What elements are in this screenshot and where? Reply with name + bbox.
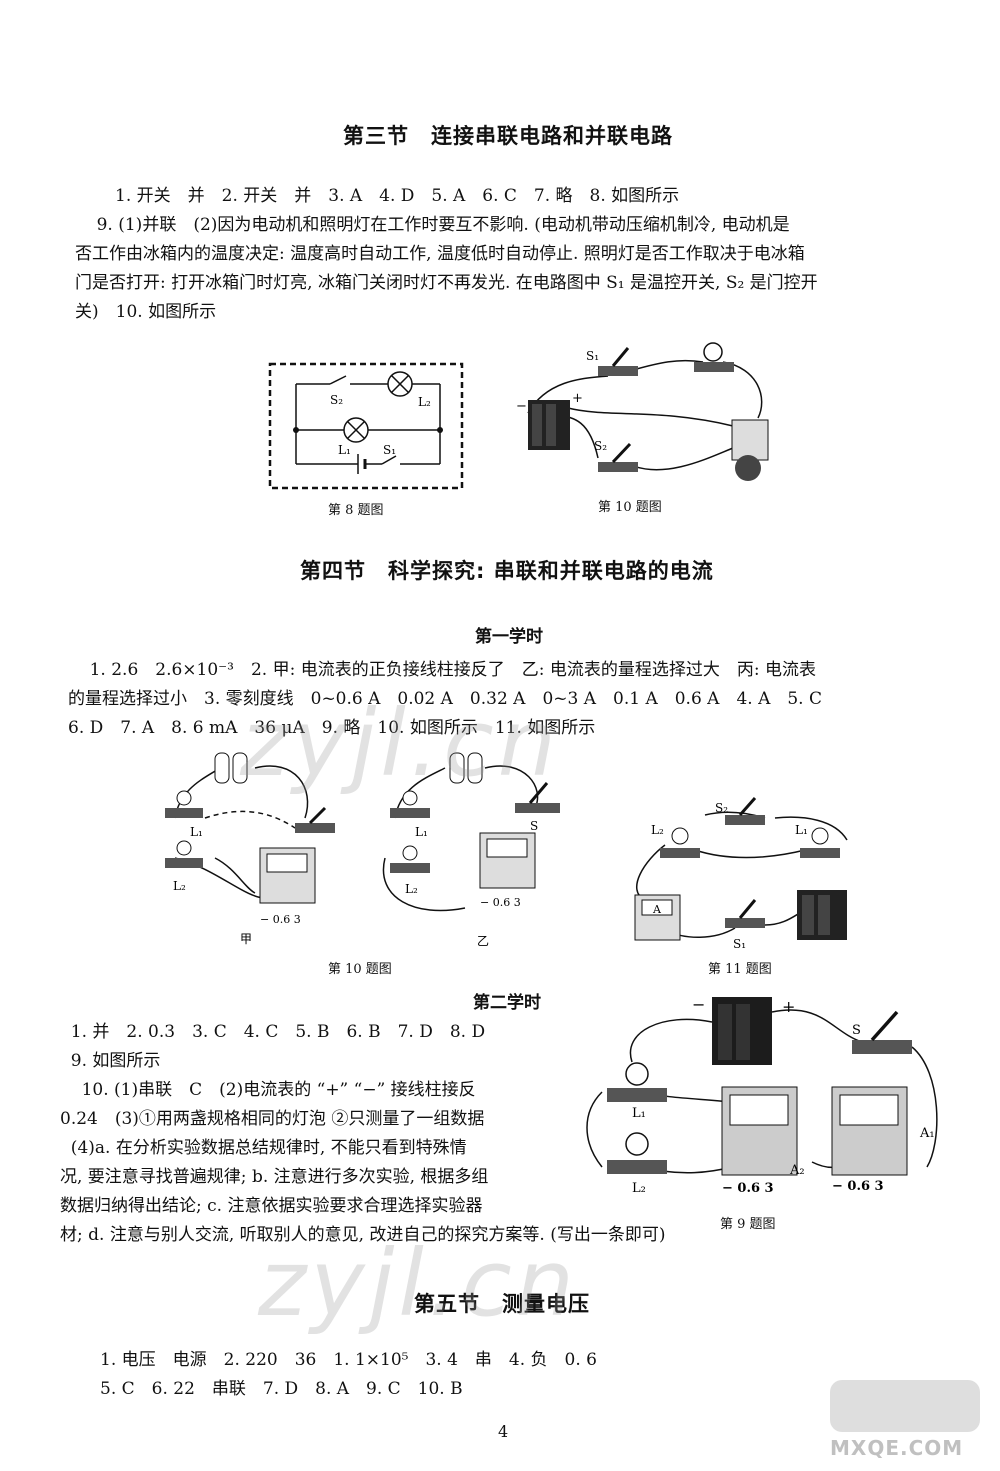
answer-line: 的量程选择过小 3. 零刻度线 0~0.6 A 0.02 A 0.32 A 0~… [68,689,822,709]
section-5-answers: 1. 电压 电源 2. 220 36 1. 1×10⁵ 3. 4 串 4. 负 … [100,1346,597,1404]
section-5-title: 第五节 测量电压 [414,1292,590,1316]
fig8-caption: 第 8 题图 [328,503,384,518]
site-logo: MXQE.COM [820,1380,995,1465]
fig10-yi-l2: L₂ [405,882,418,896]
fig10-yi-label: 乙 [477,934,489,948]
fig10-s1-label: S₁ [586,349,599,363]
lesson-2-answers: 1. 并 2. 0.3 3. C 4. C 5. B 6. B 7. D 8. … [60,1018,666,1250]
fig11-a: A [652,903,662,916]
fig8-circuit-diagram: S₂ L₂ L₁ S₁ [268,362,464,490]
answer-line: 数据归纳得出结论; c. 注意依据实验要求合理选择实验器 [60,1196,483,1216]
watermark: zyjl.cn [258,1230,578,1337]
answer-line: 关) 10. 如图所示 [75,302,217,322]
lesson-1-title: 第一学时 [475,627,543,647]
fig9-l2: L₂ [632,1181,646,1196]
answer-line: 10. (1)串联 C (2)电流表的 “+” “−” 接线柱接反 [60,1080,476,1100]
fig10-yi-s: S [530,819,538,833]
fig9-minus: − [692,995,705,1014]
page-number: 4 [498,1422,509,1441]
fig10-minus: − [516,399,527,414]
fig9-plus: + [782,997,795,1016]
logo-text: MXQE.COM [830,1436,964,1460]
logo-badge-icon [830,1380,980,1432]
answer-line: 门是否打开: 打开冰箱门时灯亮, 冰箱门关闭时灯不再发光. 在电路图中 S₁ 是… [75,273,818,293]
fig10-jia-label: 甲 [240,932,252,946]
fig11-s2: S₂ [715,801,728,815]
lesson-2-title: 第二学时 [473,993,541,1013]
fig9-a2: A₂ [789,1163,805,1178]
answer-line: 1. 开关 并 2. 开关 并 3. A 4. D 5. A 6. C 7. 略… [115,186,680,206]
fig10-plus: + [572,391,583,406]
fig10-s2-label: S₂ [594,439,607,453]
fig11-l1: L₁ [795,823,808,837]
fig8-label-l1: L₁ [338,443,351,457]
fig10-section3-caption: 第 10 题图 [598,500,662,515]
answer-line: 况, 要注意寻找普遍规律; b. 注意进行多次实验, 根据多组 [60,1167,489,1187]
fig10-lesson1-caption: 第 10 题图 [328,962,392,977]
fig9-scale-a1: − 0.6 3 [832,1179,884,1194]
answer-line: 9. (1)并联 (2)因为电动机和照明灯在工作时要互不影响. (电动机带动压缩… [75,215,790,235]
fig10-yi-l1: L₁ [415,825,428,839]
fig11-caption: 第 11 题图 [708,962,772,977]
answer-line: 1. 2.6 2.6×10⁻³ 2. 甲: 电流表的正负接线柱接反了 乙: 电流… [68,660,816,680]
section-3-title: 第三节 连接串联电路和并联电路 [343,124,673,148]
fig11-s1: S₁ [733,937,746,951]
fig9-l1: L₁ [632,1106,646,1121]
answer-line: 1. 电压 电源 2. 220 36 1. 1×10⁵ 3. 4 串 4. 负 … [100,1350,597,1370]
fig8-label-s1: S₁ [383,443,396,457]
fig9-scale-a2: − 0.6 3 [722,1181,774,1196]
fig10-jia-l2: L₂ [173,879,186,893]
fig8-label-l2: L₂ [418,395,431,409]
answer-line: 1. 并 2. 0.3 3. C 4. C 5. B 6. B 7. D 8. … [60,1022,486,1042]
fig9-a1: A₁ [919,1126,935,1141]
fig10-yi-scale: − 0.6 3 [480,896,521,909]
answer-line: 0.24 (3)①用两盏规格相同的灯泡 ②只测量了一组数据 [60,1109,485,1129]
answer-line: 6. D 7. A 8. 6 mA 36 μA 9. 略 10. 如图所示 11… [68,718,596,738]
watermark: zyjl.cn [240,690,560,797]
fig9-s: S [852,1023,861,1038]
answer-line: 5. C 6. 22 串联 7. D 8. A 9. C 10. B [100,1379,463,1399]
fig10-jia-scale: − 0.6 3 [260,913,301,926]
answer-line: (4)a. 在分析实验数据总结规律时, 不能只看到特殊情 [60,1138,467,1158]
fig11-l2: L₂ [651,823,664,837]
fig9-caption: 第 9 题图 [720,1217,776,1232]
fig10-jia-l1: L₁ [190,825,203,839]
answer-line: 材; d. 注意与别人交流, 听取别人的意见, 改进自己的探究方案等. (写出一… [60,1225,666,1245]
answer-line: 否工作由冰箱内的温度决定: 温度高时自动工作, 温度低时自动停止. 照明灯是否工… [75,244,805,264]
section-3-answers: 1. 开关 并 2. 开关 并 3. A 4. D 5. A 6. C 7. 略… [75,182,818,327]
fig11-circuit: S₂ L₂ L₁ A S₁ [634,797,848,951]
fig8-label-s2: S₂ [330,393,343,407]
lesson-1-answers: 1. 2.6 2.6×10⁻³ 2. 甲: 电流表的正负接线柱接反了 乙: 电流… [68,656,822,743]
fig9-circuit: − + S L₁ L₂ A₁ A₂ − 0.6 3 − 0.6 3 [586,995,938,1196]
fig10-jia-yi-circuits: L₁ L₂ − 0.6 3 甲 L₁ L₂ S − 0.6 3 乙 [165,752,560,948]
section-4-title: 第四节 科学探究: 串联和并联电路的电流 [300,559,714,583]
answer-line: 9. 如图所示 [60,1051,161,1071]
fig10-section3-circuit: S₁ S₂ − + [516,342,769,481]
